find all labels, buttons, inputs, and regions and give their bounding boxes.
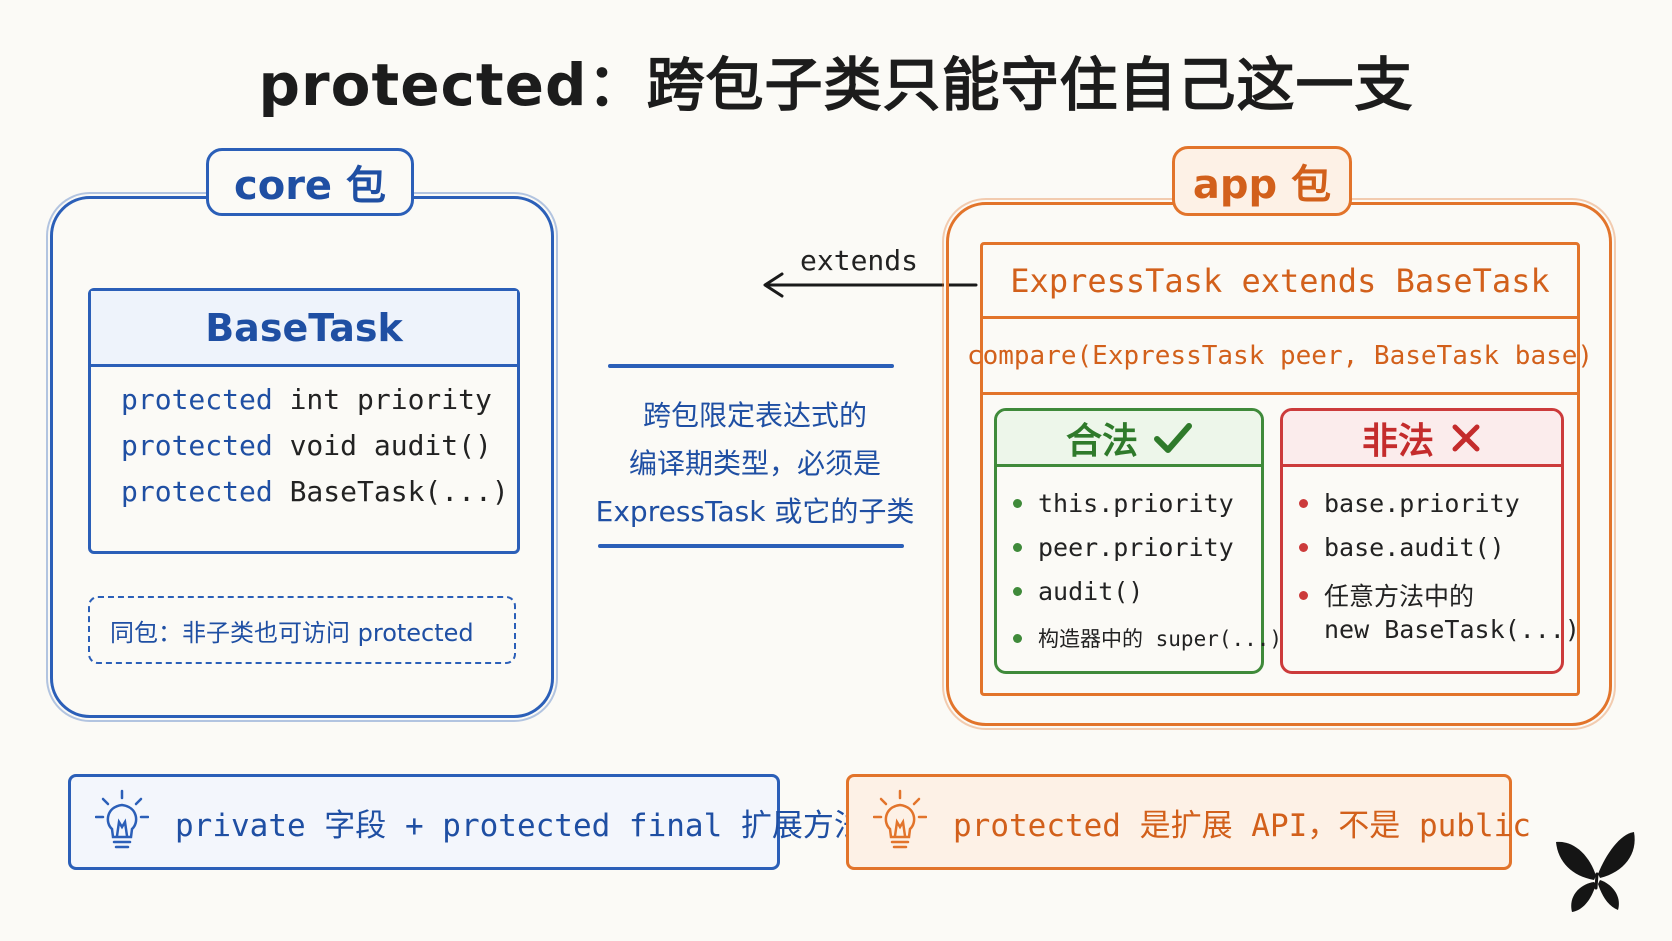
member-signature: int priority [272, 383, 492, 416]
member-modifier: protected [121, 383, 273, 416]
core-package-tab: core 包 [206, 148, 414, 216]
tip-text-blue: private 字段 + protected final 扩展方法 [175, 807, 865, 844]
basetask-class-name: BaseTask [91, 291, 517, 367]
member-modifier: protected [121, 429, 273, 462]
legal-header: 合法 [997, 411, 1261, 467]
same-package-note: 同包：非子类也可访问 protected [88, 596, 516, 664]
list-item-continuation: new BaseTask(...) [1324, 615, 1580, 644]
illegal-access-box: 非法 base.priority base.audit() 任意方法中的 new… [1280, 408, 1580, 674]
divider-line [598, 544, 904, 548]
list-item: audit() [1013, 577, 1143, 606]
member-audit: protected void audit() [121, 429, 492, 462]
list-item: 任意方法中的 [1299, 577, 1474, 613]
list-item: base.priority [1299, 489, 1520, 518]
butterfly-icon [1556, 832, 1635, 912]
member-modifier: protected [121, 475, 273, 508]
explanation-line-3: ExpressTask 或它的子类 [595, 495, 915, 528]
legal-access-box: 合法 this.priority peer.priority audit() 构… [994, 408, 1282, 674]
illegal-header: 非法 [1283, 411, 1561, 467]
compare-method-signature: compare(ExpressTask peer, BaseTask base) [967, 319, 1593, 395]
member-constructor: protected BaseTask(...) [121, 475, 509, 508]
lightbulb-icon [95, 789, 149, 849]
check-icon [1154, 422, 1192, 453]
expresstask-class-header: ExpressTask extends BaseTask [983, 245, 1577, 319]
legal-title: 合法 [1065, 420, 1138, 462]
member-priority: protected int priority [121, 383, 492, 416]
member-signature: BaseTask(...) [272, 475, 509, 508]
tip-text-orange: protected 是扩展 API，不是 public [953, 807, 1531, 844]
tip-box-orange: protected 是扩展 API，不是 public [846, 774, 1531, 870]
list-item: peer.priority [1013, 533, 1234, 562]
divider-line [608, 364, 894, 368]
list-item: 构造器中的 super(...) [1013, 623, 1282, 653]
app-package-tab: app 包 [1172, 146, 1352, 216]
list-item: this.priority [1013, 489, 1234, 518]
extends-arrow-label: extends [800, 244, 919, 277]
basetask-class-box: BaseTask protected int priority protecte… [88, 288, 520, 554]
lightbulb-icon [873, 789, 927, 849]
list-item: base.audit() [1299, 533, 1505, 562]
illegal-title: 非法 [1361, 420, 1434, 462]
page-title: protected：跨包子类只能守住自己这一支 [258, 51, 1414, 119]
explanation-line-2: 编译期类型，必须是 [628, 447, 881, 480]
extends-arrow [763, 272, 978, 298]
tip-box-blue: private 字段 + protected final 扩展方法 [68, 774, 865, 870]
member-signature: void audit() [272, 429, 492, 462]
explanation-line-1: 跨包限定表达式的 [642, 399, 867, 432]
cross-icon [1452, 424, 1480, 451]
